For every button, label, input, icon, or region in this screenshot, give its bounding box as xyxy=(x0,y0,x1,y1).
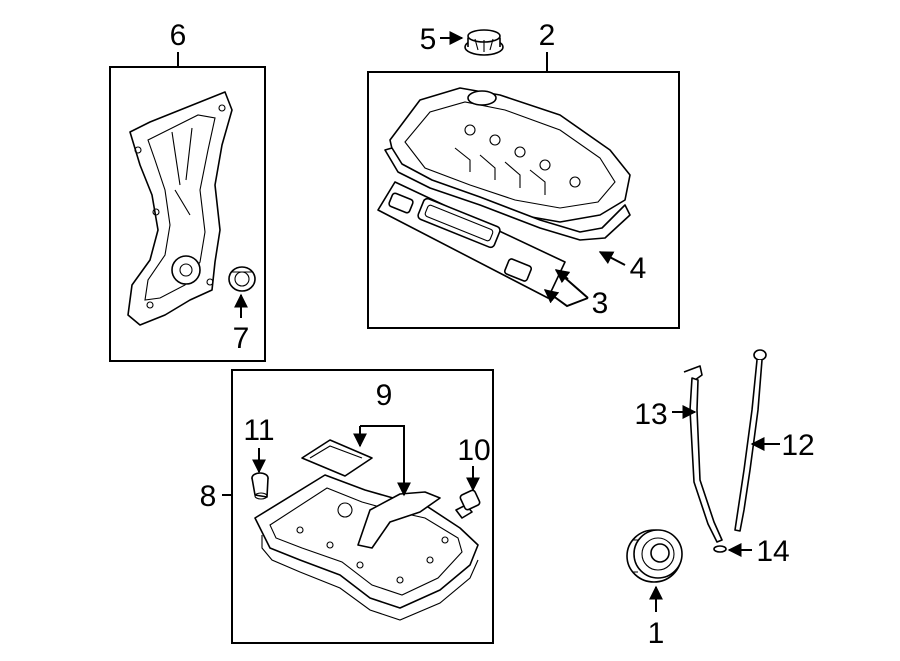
baffle-plate-upper-part[interactable] xyxy=(301,439,373,477)
callout-14: 14 xyxy=(756,535,789,568)
oil-pan-plug-part[interactable] xyxy=(251,472,269,500)
valve-cover-gasket-part[interactable] xyxy=(384,147,631,241)
drain-bolt-part[interactable] xyxy=(455,489,481,519)
leader-4 xyxy=(598,251,626,266)
valve-cover-box xyxy=(367,71,680,329)
timing-cover-box xyxy=(109,66,266,362)
crankshaft-pulley-part[interactable] xyxy=(626,529,683,583)
dipstick-part[interactable] xyxy=(734,349,767,532)
oil-filler-cap-part[interactable] xyxy=(464,29,504,56)
front-seal-part[interactable] xyxy=(228,266,256,292)
dipstick-tube-part[interactable] xyxy=(683,365,723,543)
timing-cover-part[interactable] xyxy=(127,91,233,326)
callout-8: 8 xyxy=(200,480,217,513)
leader-3-arrow-b xyxy=(543,289,560,304)
callout-4: 4 xyxy=(630,252,647,285)
tube-seal-gasket-part[interactable] xyxy=(377,181,566,299)
callout-5: 5 xyxy=(420,23,437,56)
callout-3: 3 xyxy=(592,287,609,320)
oil-pan-box xyxy=(231,369,494,644)
callout-1: 1 xyxy=(648,617,665,650)
callout-7: 7 xyxy=(233,322,250,355)
callout-2: 2 xyxy=(539,19,556,52)
leader-3-arrow-a xyxy=(554,269,571,284)
callout-11: 11 xyxy=(243,414,274,447)
callout-9: 9 xyxy=(376,379,393,412)
callout-12: 12 xyxy=(781,429,814,462)
o-ring-part[interactable] xyxy=(713,545,727,553)
callout-13: 13 xyxy=(634,398,667,431)
callout-10: 10 xyxy=(457,434,490,467)
callout-6: 6 xyxy=(170,19,187,52)
